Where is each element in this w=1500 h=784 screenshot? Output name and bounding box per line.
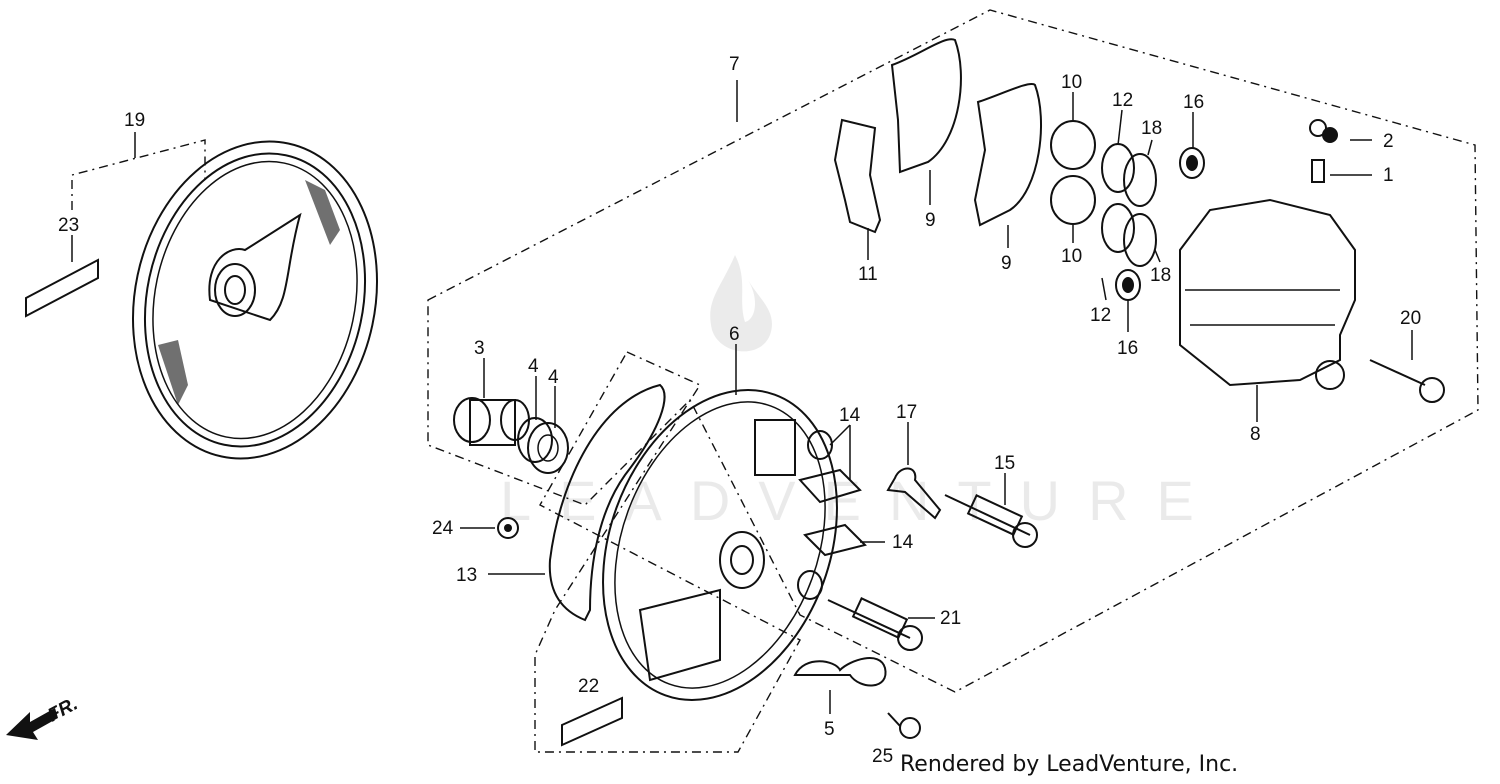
callout-17-label: 17 [896, 402, 917, 423]
callout-12a-label: 12 [1112, 90, 1133, 111]
callout-9b-label: 9 [1001, 253, 1012, 274]
dust-boots [1115, 147, 1205, 301]
callout-15-label: 15 [994, 453, 1015, 474]
callout-10a-label: 10 [1061, 72, 1082, 93]
leader-lines [71, 80, 1413, 714]
callout-4a-label: 4 [528, 356, 539, 377]
credit-text: Rendered by LeadVenture, Inc. [900, 752, 1239, 777]
shim-upper [798, 468, 862, 504]
callout-3-label: 3 [474, 338, 485, 359]
gasket [548, 383, 666, 622]
retaining-clip [886, 467, 942, 520]
callout-8-label: 8 [1250, 424, 1261, 445]
callout-14a-label: 14 [839, 405, 861, 426]
callout-5-label: 5 [824, 719, 835, 740]
bleeder-cap-and-screw [1309, 119, 1338, 183]
callout-18b-label: 18 [1150, 265, 1171, 286]
brake-pad-inner [973, 83, 1042, 227]
callout-21-label: 21 [940, 608, 961, 629]
callout-16a-label: 16 [1183, 92, 1204, 113]
pin-21 [827, 597, 923, 651]
callout-24-label: 24 [432, 518, 454, 539]
callout-numbers: 2 1 3 4 4 5 6 7 8 9 9 10 10 11 12 12 13 … [58, 54, 1421, 767]
callout-1-label: 2 [1383, 131, 1394, 152]
callout-11-label: 11 [858, 264, 878, 285]
label-plate-22 [561, 696, 623, 747]
callout-22-label: 22 [578, 676, 599, 697]
callout-18a-label: 18 [1141, 118, 1162, 139]
callout-12b-label: 12 [1090, 305, 1111, 326]
oil-seals [517, 417, 569, 474]
panel-assembly-outline [534, 351, 801, 753]
callout-10b-label: 10 [1061, 246, 1082, 267]
callout-23-label: 23 [58, 215, 79, 236]
front-direction-arrow: FR. [6, 694, 81, 740]
brake-disc-wheel [131, 140, 379, 460]
callout-13-label: 13 [456, 565, 477, 586]
callout-6-label: 6 [729, 324, 740, 345]
shim-lower [803, 523, 867, 557]
callout-16b-label: 16 [1117, 338, 1138, 359]
bolt-25 [887, 712, 921, 739]
watermark-logo: LEADVENTURE [500, 255, 1222, 532]
callout-25-label: 25 [872, 746, 893, 767]
callout-14b-label: 14 [892, 532, 914, 553]
watermark-text: LEADVENTURE [500, 469, 1222, 532]
caliper-body [1179, 198, 1356, 390]
callout-4b-label: 4 [548, 367, 559, 388]
brake-panel [602, 389, 838, 701]
pin-clip [793, 657, 887, 687]
pad-spring [833, 118, 882, 234]
caliper-assembly-outline [427, 9, 1479, 693]
callout-20-label: 20 [1400, 308, 1421, 329]
label-plate-23 [25, 258, 99, 318]
pistons [1050, 120, 1096, 225]
brake-pad-outer [890, 38, 962, 174]
callout-2-label: 1 [1383, 165, 1394, 186]
callout-9a-label: 9 [925, 210, 936, 231]
piston-seals [1101, 143, 1157, 267]
bolt-24 [497, 517, 519, 539]
pin-15 [944, 494, 1038, 548]
callout-19-label: 19 [124, 110, 145, 131]
callout-7-label: 7 [729, 54, 740, 75]
caliper-bolt [1369, 359, 1445, 403]
wheel-group-bracket [71, 139, 206, 210]
